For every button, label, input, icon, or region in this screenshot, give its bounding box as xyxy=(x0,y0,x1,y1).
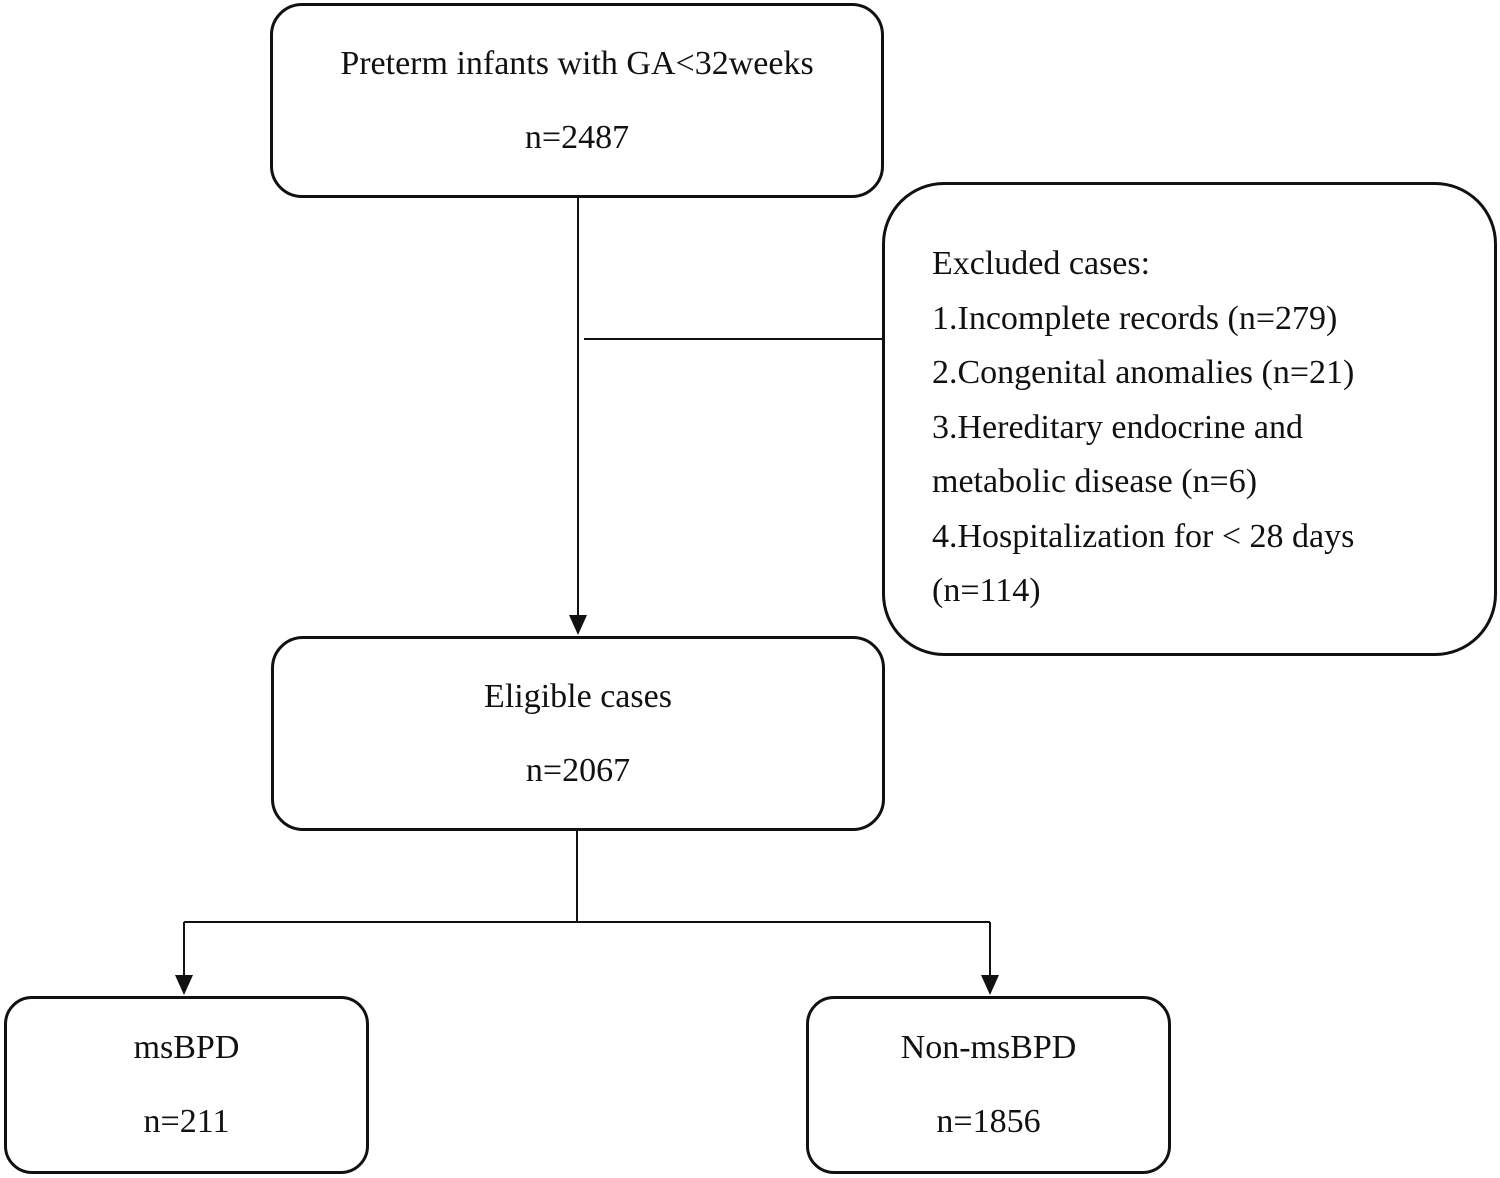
excluded-line: (n=114) xyxy=(932,572,1041,609)
preterm-title: Preterm infants with GA<32weeks xyxy=(340,44,814,82)
preterm-count: n=2487 xyxy=(524,118,630,156)
box-msbpd: msBPD n=211 xyxy=(4,996,369,1174)
box-preterm-infants: Preterm infants with GA<32weeks n=2487 xyxy=(270,3,884,198)
excluded-line: 4.Hospitalization for < 28 days xyxy=(932,517,1355,555)
box-eligible-cases: Eligible cases n=2067 xyxy=(271,636,885,831)
box-non-msbpd: Non-msBPD n=1856 xyxy=(806,996,1171,1174)
excluded-line: 1.Incomplete records (n=279) xyxy=(932,299,1338,337)
eligible-title: Eligible cases xyxy=(484,677,672,715)
non-msbpd-count: n=1856 xyxy=(936,1103,1041,1140)
msbpd-count: n=211 xyxy=(143,1103,230,1140)
excluded-line: 3.Hereditary endocrine and xyxy=(932,408,1303,446)
arrowhead-to-non-msbpd xyxy=(981,975,999,995)
excluded-line: 2.Congenital anomalies (n=21) xyxy=(932,354,1355,391)
excluded-line: metabolic disease (n=6) xyxy=(932,463,1258,500)
excluded-heading: Excluded cases: xyxy=(932,245,1151,282)
msbpd-title: msBPD xyxy=(133,1029,240,1066)
eligible-count: n=2067 xyxy=(525,751,631,789)
arrowhead-to-eligible xyxy=(569,615,587,635)
non-msbpd-title: Non-msBPD xyxy=(900,1029,1077,1066)
arrowhead-to-msbpd xyxy=(175,975,193,995)
box-excluded-cases: Excluded cases: 1.Incomplete records (n=… xyxy=(882,182,1497,656)
